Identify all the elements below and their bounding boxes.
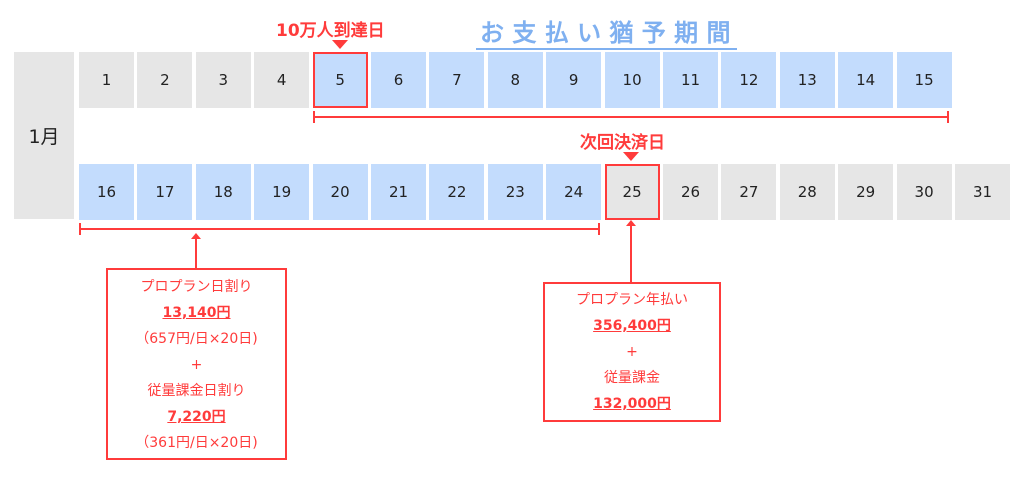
day-number: 28 bbox=[797, 183, 817, 201]
day-number: 4 bbox=[276, 71, 287, 89]
day-number: 22 bbox=[447, 183, 467, 201]
day-cell-25: 25 bbox=[604, 164, 660, 220]
day-number: 26 bbox=[680, 183, 701, 201]
day-number: 7 bbox=[452, 71, 462, 89]
day-cell-12: 12 bbox=[721, 52, 777, 108]
day-number: 19 bbox=[272, 183, 292, 201]
day-cell-31: 31 bbox=[955, 164, 1010, 220]
usage-label: 従量課金 bbox=[604, 370, 660, 386]
day-number: 20 bbox=[330, 183, 350, 201]
pro-plan-annual-label: プロプラン年払い bbox=[576, 292, 688, 308]
day-number: 31 bbox=[972, 183, 993, 201]
plus-sign: + bbox=[626, 344, 638, 360]
day-cell-27: 27 bbox=[721, 164, 777, 220]
day-number: 16 bbox=[96, 183, 117, 201]
day-number: 25 bbox=[622, 183, 642, 201]
pro-plan-prorated-calc: （657円/日×20日) bbox=[135, 331, 258, 347]
day-cell-14: 14 bbox=[838, 52, 894, 108]
day-number: 29 bbox=[856, 183, 876, 201]
arrow-up-icon bbox=[626, 220, 636, 226]
day-number: 17 bbox=[155, 183, 175, 201]
plus-sign: + bbox=[190, 357, 203, 373]
left-connector bbox=[195, 235, 197, 268]
day-cell-9: 9 bbox=[546, 52, 602, 108]
prorated-period-bracket bbox=[79, 228, 600, 230]
bracket-end bbox=[79, 223, 81, 235]
day-number: 1 bbox=[101, 71, 112, 89]
day-cell-5: 5 bbox=[312, 52, 368, 108]
day-number: 24 bbox=[564, 183, 584, 201]
arrow-up-icon bbox=[191, 233, 201, 239]
day-cell-7: 7 bbox=[429, 52, 485, 108]
day-number: 21 bbox=[388, 183, 409, 201]
day-cell-13: 13 bbox=[779, 52, 835, 108]
day-cell-22: 22 bbox=[429, 164, 485, 220]
day-number: 23 bbox=[505, 183, 525, 201]
day-cell-10: 10 bbox=[604, 52, 660, 108]
month-label-cell: 1月 bbox=[14, 52, 74, 219]
pro-plan-annual-amount: 356,400円 bbox=[593, 318, 671, 334]
day-number: 6 bbox=[393, 71, 404, 89]
day-number: 18 bbox=[213, 183, 233, 201]
usage-amount: 132,000円 bbox=[593, 396, 671, 412]
day-number: 13 bbox=[797, 71, 817, 89]
day-cell-23: 23 bbox=[487, 164, 543, 220]
usage-prorated-calc: （361円/日×20日) bbox=[135, 435, 258, 451]
day-cell-20: 20 bbox=[312, 164, 368, 220]
bracket-end bbox=[598, 223, 600, 235]
day-cell-19: 19 bbox=[254, 164, 310, 220]
usage-prorated-label: 従量課金日割り bbox=[147, 383, 246, 399]
day-number: 12 bbox=[739, 71, 759, 89]
pro-plan-prorated-label: プロプラン日割り bbox=[140, 279, 253, 295]
day-cell-29: 29 bbox=[838, 164, 894, 220]
day-cell-16: 16 bbox=[79, 164, 134, 220]
day-cell-21: 21 bbox=[371, 164, 426, 220]
day-number: 2 bbox=[160, 71, 170, 89]
day-cell-4: 4 bbox=[254, 52, 310, 108]
day-cell-26: 26 bbox=[663, 164, 718, 220]
day-number: 8 bbox=[510, 71, 521, 89]
day-cell-6: 6 bbox=[371, 52, 426, 108]
day-cell-18: 18 bbox=[195, 164, 251, 220]
month-label: 1月 bbox=[28, 126, 60, 148]
day-number: 3 bbox=[218, 71, 229, 89]
prorated-charge-box: プロプラン日割り 13,140円 （657円/日×20日) + 従量課金日割り … bbox=[106, 268, 287, 460]
day-number: 27 bbox=[739, 183, 759, 201]
day-number: 15 bbox=[914, 71, 934, 89]
day-number: 30 bbox=[914, 183, 934, 201]
grace-period-title: お 支 払 い 猶 予 期 間 bbox=[476, 18, 737, 50]
day-cell-17: 17 bbox=[137, 164, 193, 220]
next-payment-label: 次回決済日 bbox=[580, 133, 665, 153]
grace-period-bracket bbox=[313, 116, 949, 118]
day-cell-30: 30 bbox=[896, 164, 952, 220]
day-cell-3: 3 bbox=[195, 52, 251, 108]
pro-plan-prorated-amount: 13,140円 bbox=[162, 305, 231, 321]
day-number: 9 bbox=[568, 71, 579, 89]
annual-charge-box: プロプラン年払い 356,400円 + 従量課金 132,000円 bbox=[543, 282, 721, 422]
reach-marker-arrow-icon bbox=[332, 40, 348, 49]
day-cell-8: 8 bbox=[487, 52, 543, 108]
day-cell-2: 2 bbox=[137, 52, 193, 108]
day-number: 5 bbox=[335, 71, 345, 89]
day-cell-11: 11 bbox=[663, 52, 718, 108]
day-number: 10 bbox=[622, 71, 642, 89]
day-cell-28: 28 bbox=[779, 164, 835, 220]
right-connector bbox=[630, 222, 632, 282]
bracket-end bbox=[947, 111, 949, 123]
usage-prorated-amount: 7,220円 bbox=[167, 409, 226, 425]
day-number: 11 bbox=[680, 71, 701, 89]
bracket-end bbox=[313, 111, 315, 123]
next-payment-arrow-icon bbox=[623, 152, 639, 161]
reach-100k-label: 10万人到達日 bbox=[276, 21, 385, 41]
day-cell-15: 15 bbox=[896, 52, 952, 108]
day-cell-1: 1 bbox=[79, 52, 134, 108]
day-cell-24: 24 bbox=[546, 164, 602, 220]
day-number: 14 bbox=[856, 71, 876, 89]
